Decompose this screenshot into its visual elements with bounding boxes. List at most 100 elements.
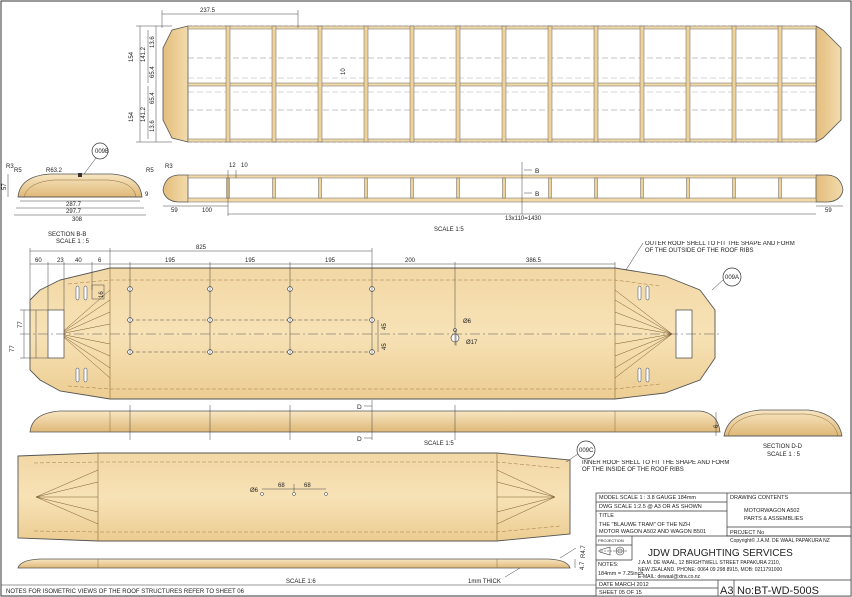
outer-shell-tag: 009A	[725, 275, 739, 281]
section-dd-dim-6: 6	[714, 424, 720, 428]
tb-sheet: SHEET 05 OF 15	[599, 590, 642, 596]
top-rib	[593, 25, 599, 143]
dim-77-a: 77	[18, 321, 24, 328]
tb-address-2: NEW ZEALAND. PHONE: 0064 09 298 8915, MO…	[638, 567, 782, 573]
dim-6: 6	[98, 258, 102, 264]
top-view-dimensions	[136, 10, 299, 143]
dim-195-a: 195	[165, 258, 176, 264]
dim-r5-right: R5	[146, 168, 154, 174]
dim-297-7: 297.7	[66, 209, 82, 215]
dim-195-b: 195	[245, 258, 256, 264]
dim-40: 40	[75, 258, 82, 264]
side-rib	[456, 177, 460, 199]
tb-title-label: TITLE	[599, 513, 614, 519]
tb-date: DATE MARCH 2012	[599, 582, 649, 588]
outer-shell-plan	[20, 267, 720, 400]
dim-195-c: 195	[325, 258, 336, 264]
top-rib	[501, 25, 507, 143]
dim-dia-6: Ø6	[463, 319, 472, 325]
scale-label-middle: SCALE 1:5	[424, 441, 454, 447]
outer-shell-note: OUTER ROOF SHELL TO FIT THE SHAPE AND FO…	[645, 241, 795, 254]
title-block	[595, 492, 852, 597]
dim-r3-left: R3	[6, 164, 14, 170]
side-view-frame	[162, 174, 844, 203]
dim-45-b: 45	[382, 343, 388, 350]
top-rib	[271, 25, 277, 143]
tb-title-line-2: MOTOR WAGON A502 AND WAGON B501	[599, 529, 706, 535]
dim-13-6-lower: 13.6	[150, 120, 156, 132]
outer-shell-side	[29, 400, 721, 440]
side-rib	[318, 177, 322, 199]
dim-12: 12	[229, 163, 236, 169]
inner-shell-callout	[565, 440, 596, 463]
dim-77-b: 77	[10, 345, 16, 352]
inner-dim-r4-7: R4.7	[581, 545, 587, 558]
dim-rib-pitch: 13x110=1430	[505, 216, 542, 222]
dim-825: 825	[196, 245, 207, 251]
top-rib	[363, 25, 369, 143]
tb-dwg-no: No:BT-WD-500S	[737, 585, 819, 597]
inner-shell-note-box: INNER ROOF SHELL TO FIT THE SHAPE AND FO…	[582, 460, 730, 473]
dim-59-left: 59	[171, 208, 178, 214]
side-rib	[364, 177, 368, 199]
outer-shell-callout	[625, 242, 742, 291]
section-bb-drawing	[7, 142, 146, 216]
side-rib	[686, 177, 690, 199]
section-bb-title: SECTION B-B	[48, 232, 86, 238]
top-rib	[225, 25, 231, 143]
dim-154-upper: 154	[129, 51, 135, 62]
scale-label-bottom: SCALE 1:6	[286, 579, 316, 585]
top-rib	[547, 25, 553, 143]
top-rib	[639, 25, 645, 143]
dim-287-7: 287.7	[66, 202, 82, 208]
inner-shell-side	[17, 547, 577, 578]
inner-dim-68-a: 68	[278, 483, 285, 489]
side-rib	[502, 177, 506, 199]
dim-154-lower: 154	[129, 111, 135, 122]
section-dd-scale: SCALE 1 : 5	[767, 452, 801, 458]
dim-141-lower: 141.2	[141, 106, 147, 122]
section-dd-title: SECTION D-D	[763, 444, 803, 450]
footer-note: NOTES FOR ISOMETRIC VIEWS OF THE ROOF ST…	[6, 589, 245, 595]
dim-100: 100	[202, 208, 213, 214]
dim-r3-right: R3	[165, 164, 173, 170]
top-rib	[685, 25, 691, 143]
inner-shell-plan	[17, 452, 571, 542]
tb-notes-label: NOTES:	[598, 562, 619, 568]
side-rib	[640, 177, 644, 199]
side-view-dimensions	[163, 162, 843, 216]
dim-10-side: 10	[241, 163, 248, 169]
dim-200: 200	[405, 258, 416, 264]
tb-dwg-scale: DWG SCALE 1:2.5 @ A3 OR AS SHOWN	[599, 504, 702, 510]
section-mark-d-bottom: D	[357, 436, 362, 443]
side-rib	[548, 177, 552, 199]
tb-notes-text: 184mm = 7.25inch	[598, 571, 643, 577]
dim-386-5: 386.5	[526, 258, 542, 264]
tb-projection: PROJECTION	[598, 538, 624, 543]
section-bb-scale: SCALE 1 : 5	[56, 239, 90, 245]
side-rib	[594, 177, 598, 199]
section-mark-d-top: D	[357, 404, 362, 411]
dim-45-a: 45	[382, 323, 388, 330]
inner-dim-68-b: 68	[304, 483, 311, 489]
dim-r5-left: R5	[14, 168, 22, 174]
dim-10: 10	[341, 68, 347, 75]
top-rib	[731, 25, 737, 143]
side-rib	[272, 177, 276, 199]
section-mark-b-bottom: B	[535, 191, 539, 198]
inner-shell-note: INNER ROOF SHELL TO FIT THE SHAPE AND FO…	[582, 460, 730, 473]
tb-contents-label: DRAWING CONTENTS	[730, 495, 788, 501]
side-rib	[410, 177, 414, 199]
dim-237: 237.5	[200, 8, 216, 14]
inner-dim-dia-6: Ø6	[250, 488, 259, 494]
dim-60: 60	[35, 258, 42, 264]
dim-308: 308	[72, 217, 83, 223]
dim-141-upper: 141.2	[141, 46, 147, 62]
tb-email: E-MAIL: dewaal@xtra.co.nz	[638, 574, 701, 580]
side-rib	[732, 177, 736, 199]
outer-shell-dimensions	[20, 248, 616, 359]
tb-title-line-1: THE "BLAUWE TRAM" OF THE NZH	[599, 522, 690, 528]
section-bb-tag: 009B	[95, 149, 109, 155]
tb-model-scale: MODEL SCALE 1 : 3.8 GAUGE 184mm	[599, 495, 696, 501]
